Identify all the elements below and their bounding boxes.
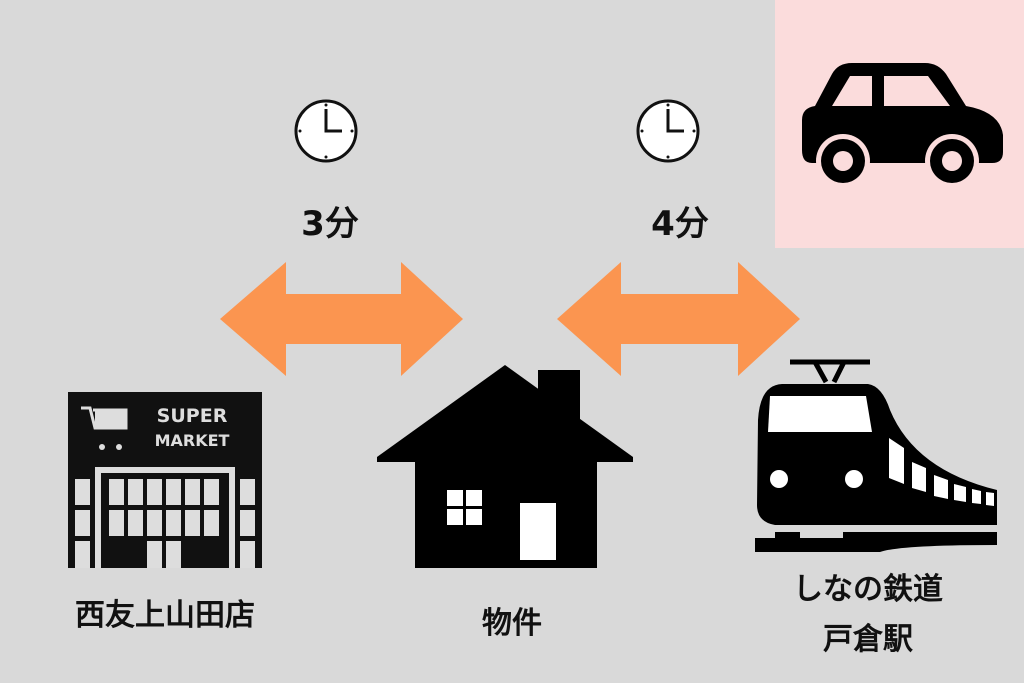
sign-text: MARKET [155, 431, 230, 450]
route-time-station: 4分 [651, 204, 709, 244]
sign-text: SUPER [157, 405, 228, 427]
property-label: 物件 [482, 606, 542, 641]
route-time-supermarket: 3分 [301, 204, 359, 244]
station-label-line1: しなの鉄道 [793, 572, 943, 607]
house-icon [377, 365, 633, 568]
clock-icon [636, 99, 700, 163]
supermarket-icon: SUPER MARKET [68, 392, 262, 568]
clock-icon [294, 99, 358, 163]
car-icon [802, 63, 1003, 188]
station-label-line2: 戸倉駅 [823, 622, 913, 657]
double-arrow-icon [557, 262, 800, 376]
double-arrow-icon [220, 262, 463, 376]
supermarket-label: 西友上山田店 [75, 598, 255, 633]
train-icon [755, 359, 997, 552]
